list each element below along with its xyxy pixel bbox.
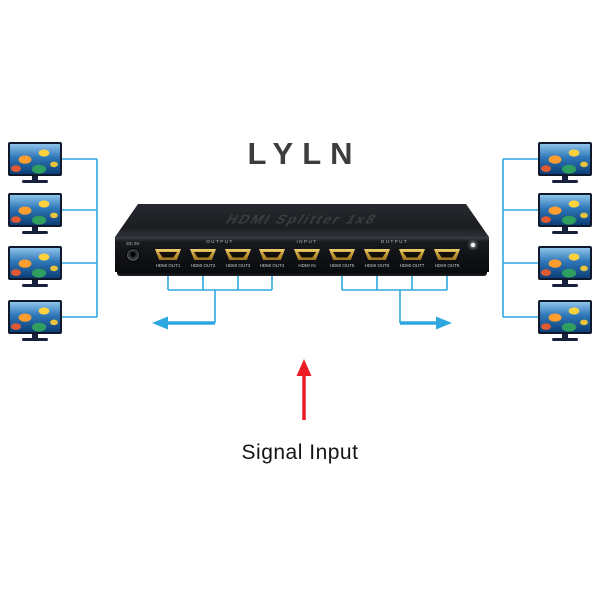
port-hdmi-out6: HDMI OUT6 (364, 249, 390, 268)
tv-stand-base (22, 283, 48, 287)
tv-display-right-1 (538, 142, 592, 183)
tv-screen (538, 193, 592, 227)
tv-stand-base (552, 337, 578, 341)
tv-stand (32, 175, 38, 180)
output-group-label-left: OUTPUT (206, 239, 234, 244)
port-hdmi-out5: HDMI OUT5 (329, 249, 355, 268)
tv-stand (32, 279, 38, 284)
dc-power-label: DC 5V (126, 241, 140, 246)
tv-screen (8, 246, 62, 280)
port-label: HDMI OUT2 (190, 262, 216, 268)
hdmi-splitter-device: HDMI Splitter 1x8 DC 5V OUTPUT INPUT OUT… (115, 204, 489, 280)
port-hdmi-in: HDMI IN (294, 249, 320, 268)
port-label: HDMI OUT5 (329, 262, 355, 268)
port-label: HDMI OUT6 (364, 262, 390, 268)
hdmi-connector-slot (228, 251, 248, 258)
dc-power-jack (127, 249, 139, 261)
tv-stand (562, 279, 568, 284)
hdmi-connector-slot (297, 251, 317, 258)
port-label: HDMI OUT1 (155, 262, 181, 268)
port-label: HDMI OUT7 (399, 262, 425, 268)
hdmi-connector-slot (332, 251, 352, 258)
output-flow-arrow-right (400, 316, 452, 330)
tv-stand (32, 226, 38, 231)
hdmi-connector-slot (367, 251, 387, 258)
tv-stand-base (552, 230, 578, 234)
tv-stand (562, 226, 568, 231)
tv-screen (538, 300, 592, 334)
tv-display-right-3 (538, 246, 592, 287)
port-label: HDMI IN (298, 262, 316, 268)
tv-stand (32, 333, 38, 338)
input-group-label: INPUT (296, 239, 318, 244)
port-hdmi-out4: HDMI OUT4 (259, 249, 285, 268)
tv-screen (538, 246, 592, 280)
tv-display-left-2 (8, 193, 62, 234)
tv-screen (538, 142, 592, 176)
brand-logo: LYLN (247, 136, 362, 171)
left-display-connections (62, 158, 98, 318)
tv-stand-base (552, 283, 578, 287)
device-top-label: HDMI Splitter 1x8 (222, 211, 382, 227)
signal-input-arrow (296, 359, 312, 420)
device-bottom-edge (117, 272, 487, 276)
hdmi-connector-slot (158, 251, 178, 258)
output-flow-arrow-left (152, 316, 215, 330)
tv-stand-base (22, 230, 48, 234)
tv-display-left-1 (8, 142, 62, 183)
tv-stand-base (22, 337, 48, 341)
device-front-panel: DC 5V OUTPUT INPUT OUTPUT HDMI OUT1 HDMI… (115, 237, 489, 272)
tv-screen (8, 193, 62, 227)
device-top-face: HDMI Splitter 1x8 (115, 204, 489, 237)
hdmi-connector-slot (262, 251, 282, 258)
tv-display-left-3 (8, 246, 62, 287)
port-hdmi-out7: HDMI OUT7 (399, 249, 425, 268)
tv-stand (562, 175, 568, 180)
right-display-connections (502, 158, 538, 318)
output-group-label-right: OUTPUT (380, 239, 409, 244)
tv-display-right-2 (538, 193, 592, 234)
port-hdmi-out8: HDMI OUT8 (434, 249, 460, 268)
tv-stand-base (552, 179, 578, 183)
power-led (471, 243, 475, 247)
signal-input-label: Signal Input (241, 441, 359, 464)
tv-display-right-4 (538, 300, 592, 341)
right-output-wiring (341, 275, 448, 323)
port-hdmi-out1: HDMI OUT1 (155, 249, 181, 268)
port-label: HDMI OUT8 (434, 262, 460, 268)
tv-screen (8, 142, 62, 176)
hdmi-connector-slot (437, 251, 457, 258)
port-hdmi-out2: HDMI OUT2 (190, 249, 216, 268)
tv-screen (8, 300, 62, 334)
port-label: HDMI OUT4 (259, 262, 285, 268)
hdmi-connector-slot (402, 251, 422, 258)
tv-display-left-4 (8, 300, 62, 341)
port-hdmi-out3: HDMI OUT3 (225, 249, 251, 268)
tv-stand-base (22, 179, 48, 183)
hdmi-connector-slot (193, 251, 213, 258)
port-label: HDMI OUT3 (225, 262, 251, 268)
left-output-wiring (167, 275, 273, 323)
tv-stand (562, 333, 568, 338)
